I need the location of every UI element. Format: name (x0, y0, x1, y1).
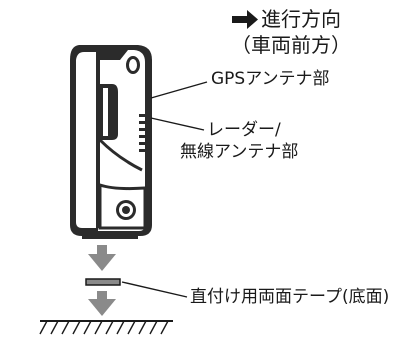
radar-detector-device (70, 45, 152, 239)
tape-label: 直付け用両面テープ(底面) (190, 287, 390, 307)
radar-antenna-label-line2: 無線アンテナ部 (180, 142, 299, 162)
radar-leader-line (150, 117, 205, 131)
double-sided-tape (85, 278, 121, 286)
gps-leader-line (150, 81, 208, 99)
direction-sub-label: （車両前方） (231, 33, 351, 57)
arrow-down-icon (88, 291, 116, 316)
arrow-down-icon (88, 245, 116, 271)
tape-leader-line (121, 281, 188, 298)
gps-antenna-label: GPSアンテナ部 (211, 69, 330, 89)
radar-antenna-label-line1: レーダー/ (207, 120, 281, 140)
direction-label: 進行方向 (261, 7, 341, 31)
arrow-right-icon (232, 10, 258, 29)
ground-surface (39, 320, 173, 335)
